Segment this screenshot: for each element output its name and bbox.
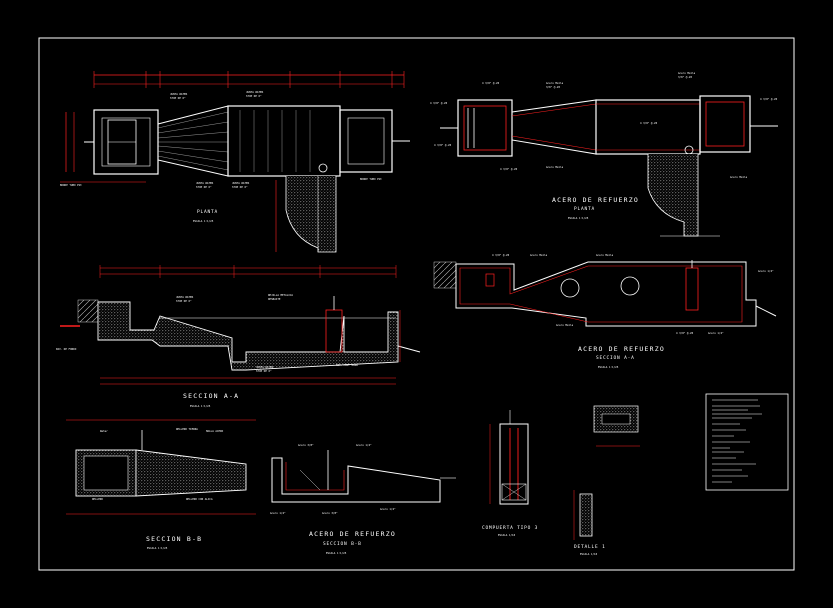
acero-seccion-bb-title: ACERO DE REFUERZO: [309, 530, 396, 538]
detalle-title: DETALLE 1: [574, 544, 606, 550]
svg-text:NIV. MIN. AGUA: NIV. MIN. AGUA: [336, 363, 358, 367]
svg-text:JUNTA WATER: JUNTA WATER: [170, 92, 188, 96]
svg-text:Acero Malla: Acero Malla: [596, 253, 614, 257]
acero-planta-title: ACERO DE REFUERZO: [552, 196, 639, 204]
svg-text:4 3/8" @.20: 4 3/8" @.20: [500, 167, 518, 171]
svg-text:REJILLA METALICA: REJILLA METALICA: [268, 293, 293, 297]
svg-text:4 3/8" @.20: 4 3/8" @.20: [676, 331, 694, 335]
detalle-1: DETALLE 1 ESCALA 1/10: [573, 490, 606, 556]
svg-text:MALLA ACERO: MALLA ACERO: [206, 429, 224, 433]
svg-text:STOP DE 6": STOP DE 6": [170, 96, 186, 100]
svg-text:JUNTA WATER: JUNTA WATER: [232, 181, 250, 185]
acero-seccion-bb-scale: ESCALA 1:1/25: [326, 551, 347, 555]
planta-scale: ESCALA 1:1/25: [193, 219, 214, 223]
sheet-border: [38, 37, 795, 571]
acero-seccion-aa-scale: ESCALA 1:1/25: [598, 365, 619, 369]
svg-text:JUNTA WATER: JUNTA WATER: [176, 295, 194, 299]
svg-text:4 3/8" @.20: 4 3/8" @.20: [430, 101, 448, 105]
svg-text:Acero 1/4": Acero 1/4": [708, 331, 724, 335]
svg-text:Acero Malla: Acero Malla: [556, 323, 574, 327]
acero-planta-sub: PLANTA: [574, 206, 595, 212]
seccion-aa-scale: ESCALA 1:1/25: [190, 404, 211, 408]
svg-text:RELLENO TIERRA: RELLENO TIERRA: [176, 427, 198, 431]
svg-text:4 3/8" @.20: 4 3/8" @.20: [434, 143, 452, 147]
svg-text:JUNTA WATER: JUNTA WATER: [196, 181, 214, 185]
acero-seccion-aa-sub: SECCION A-A: [596, 355, 635, 361]
acero-seccion-bb-view: Acero 3/8" Acero 1/4" Acero 1/4" Acero 3/8…: [270, 443, 456, 555]
acero-seccion-aa-title: ACERO DE REFUERZO: [578, 345, 665, 353]
svg-text:STOP DE 6": STOP DE 6": [246, 94, 262, 98]
svg-text:3/8" @.20: 3/8" @.20: [546, 85, 560, 89]
svg-text:Acero 1/4": Acero 1/4": [380, 507, 396, 511]
svg-text:4 3/8" @.20: 4 3/8" @.20: [640, 121, 658, 125]
svg-text:Acero Malla: Acero Malla: [678, 71, 696, 75]
svg-text:RELLENO: RELLENO: [92, 497, 103, 501]
svg-text:Water: Water: [100, 429, 108, 433]
svg-text:STOP DE 6": STOP DE 6": [256, 369, 272, 373]
svg-text:4 3/8" @.20: 4 3/8" @.20: [760, 97, 778, 101]
svg-text:4 3/8" @.20: 4 3/8" @.20: [492, 253, 510, 257]
svg-text:Acero 3/8": Acero 3/8": [322, 511, 338, 515]
svg-text:Acero 3/8": Acero 3/8": [298, 443, 314, 447]
compuerta-scale: ESCALA 1/10: [498, 533, 516, 537]
svg-text:DESBASTE: DESBASTE: [268, 297, 281, 301]
compuerta-title: COMPUERTA TIPO 3: [482, 525, 538, 531]
svg-text:BORDE TUBO PVC: BORDE TUBO PVC: [60, 183, 82, 187]
notes-box: [705, 393, 789, 491]
svg-text:JUNTA WATER: JUNTA WATER: [246, 90, 264, 94]
svg-text:STOP DE 6": STOP DE 6": [196, 185, 212, 189]
svg-text:STOP DE 6": STOP DE 6": [176, 299, 192, 303]
svg-text:JUNTA WATER: JUNTA WATER: [256, 365, 274, 369]
svg-text:STOP DE 6": STOP DE 6": [232, 185, 248, 189]
seccion-bb-title: SECCION B-B: [146, 535, 202, 543]
seccion-bb-scale: ESCALA 1:1/25: [147, 546, 168, 550]
svg-text:BORDE TUBO PVC: BORDE TUBO PVC: [360, 177, 382, 181]
svg-text:Acero Malla: Acero Malla: [546, 165, 564, 169]
acero-planta-scale: ESCALA 1:1/25: [568, 216, 589, 220]
svg-text:NIV. DE FONDO: NIV. DE FONDO: [56, 347, 77, 351]
svg-text:Acero Malla: Acero Malla: [546, 81, 564, 85]
svg-text:3/8" @.20: 3/8" @.20: [678, 75, 692, 79]
svg-text:Acero Malla: Acero Malla: [730, 175, 748, 179]
planta-title: PLANTA: [197, 209, 218, 215]
seccion-bb-view: Water RELLENO TIERRA MALLA ACERO RELLENO R…: [66, 419, 256, 550]
svg-text:RELLENO CON ALICA: RELLENO CON ALICA: [186, 497, 213, 501]
compuerta-view: COMPUERTA TIPO 3 ESCALA 1/10: [482, 410, 538, 537]
svg-text:Acero Malla: Acero Malla: [530, 253, 548, 257]
seccion-aa-title: SECCION A-A: [183, 392, 239, 400]
junta-detail: [593, 405, 640, 447]
detalle-scale: ESCALA 1/10: [580, 552, 598, 556]
svg-text:4 3/8" @.20: 4 3/8" @.20: [482, 81, 500, 85]
svg-text:Acero 1/4": Acero 1/4": [758, 269, 774, 273]
svg-text:Acero 1/4": Acero 1/4": [270, 511, 286, 515]
acero-seccion-bb-sub: SECCION B-B: [323, 541, 362, 547]
svg-text:Acero 1/4": Acero 1/4": [356, 443, 372, 447]
